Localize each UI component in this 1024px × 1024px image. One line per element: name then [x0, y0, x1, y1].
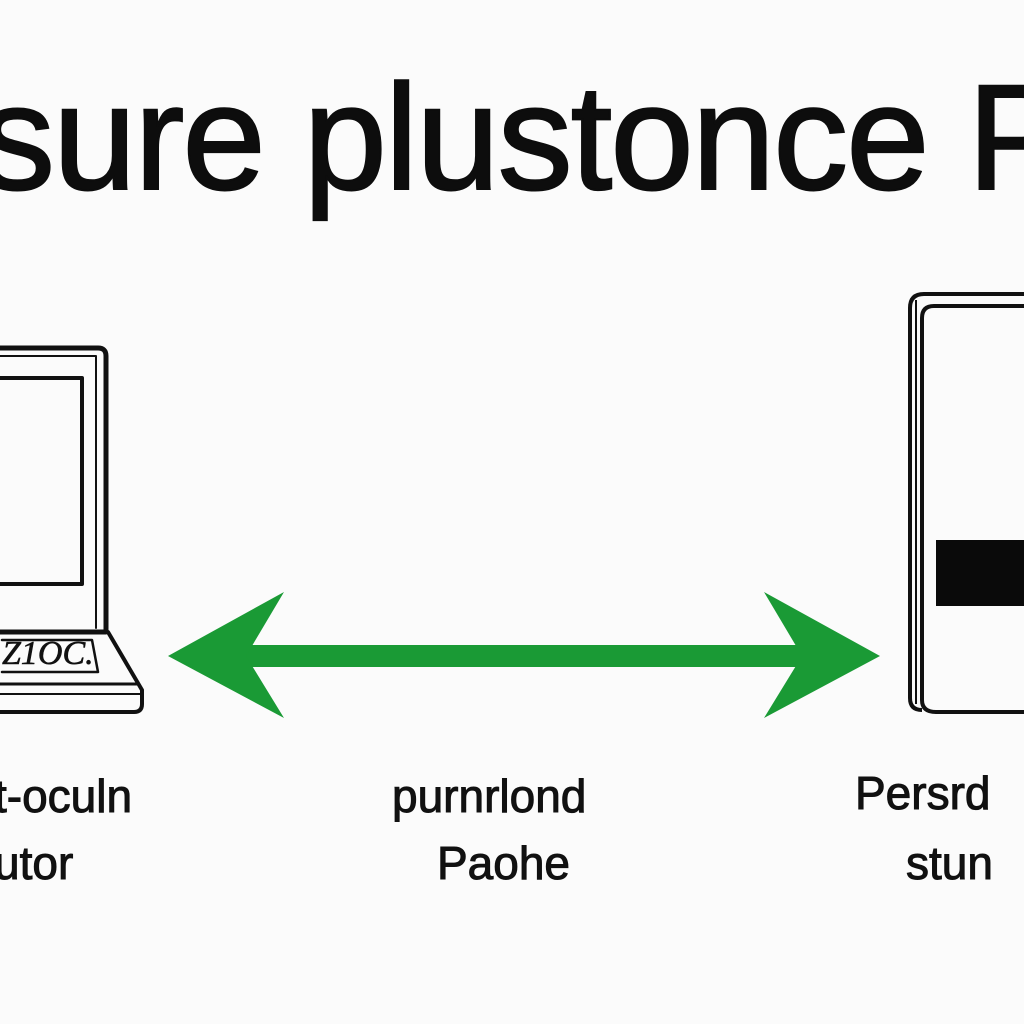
device-icon: [908, 292, 1024, 714]
middle-label-line-2: Paohe: [436, 837, 571, 889]
left-label-line-2: utor: [0, 837, 74, 889]
device-bar: [936, 540, 1024, 606]
middle-label-line-1: purnrlond: [391, 770, 587, 822]
right-label-line-2: stun: [906, 837, 994, 889]
double-arrow-icon: [168, 592, 880, 718]
laptop-icon: [0, 345, 144, 714]
laptop-screen-text: Z1OC.: [2, 635, 94, 672]
right-label-line-1: Persrd: [854, 767, 991, 819]
diagram-title: sure plustonce Pas: [0, 53, 1024, 221]
left-label-line-1: t-oculn: [0, 770, 133, 822]
